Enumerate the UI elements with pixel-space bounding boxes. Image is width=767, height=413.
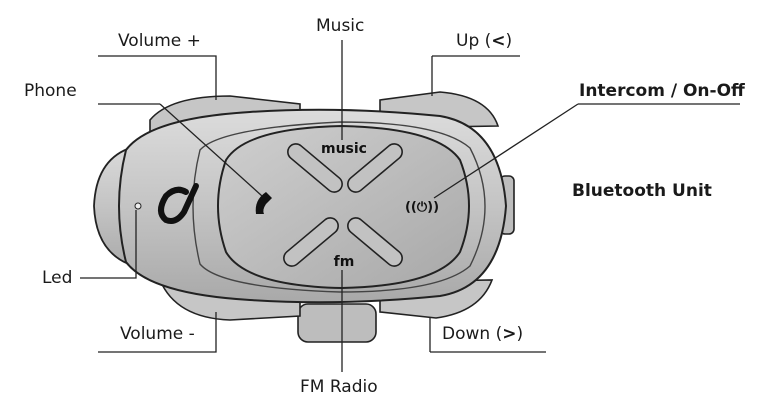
fm-device-label: fm <box>334 254 355 270</box>
down-symbol: > <box>502 324 517 344</box>
cardo-logo-icon <box>158 183 199 224</box>
led-indicator <box>134 202 142 210</box>
led-label: Led <box>42 268 73 288</box>
power-icon: ((⏻)) <box>405 200 439 215</box>
music-label: Music <box>316 16 365 36</box>
volume-plus-label: Volume + <box>118 31 201 51</box>
intercom-label: Intercom / On-Off <box>579 81 745 101</box>
down-label: Down (>) <box>442 326 523 343</box>
up-label-text: Up ( <box>456 31 492 51</box>
fm-radio-label: FM Radio <box>300 377 378 397</box>
up-label-suffix: ) <box>505 31 513 51</box>
volume-minus-label: Volume - <box>120 324 195 344</box>
phone-handset-icon <box>255 192 272 214</box>
bottom-knob <box>297 303 377 343</box>
up-symbol: < <box>491 31 506 51</box>
device-rim <box>192 121 486 293</box>
down-label-suffix: ) <box>516 324 524 344</box>
phone-label: Phone <box>24 81 77 101</box>
up-label: Up (<) <box>456 33 512 50</box>
pill-buttons <box>283 143 403 267</box>
leader-lines <box>80 40 740 372</box>
music-device-label: music <box>321 141 367 157</box>
down-label-text: Down ( <box>442 324 503 344</box>
bluetooth-unit-label: Bluetooth Unit <box>572 181 712 201</box>
